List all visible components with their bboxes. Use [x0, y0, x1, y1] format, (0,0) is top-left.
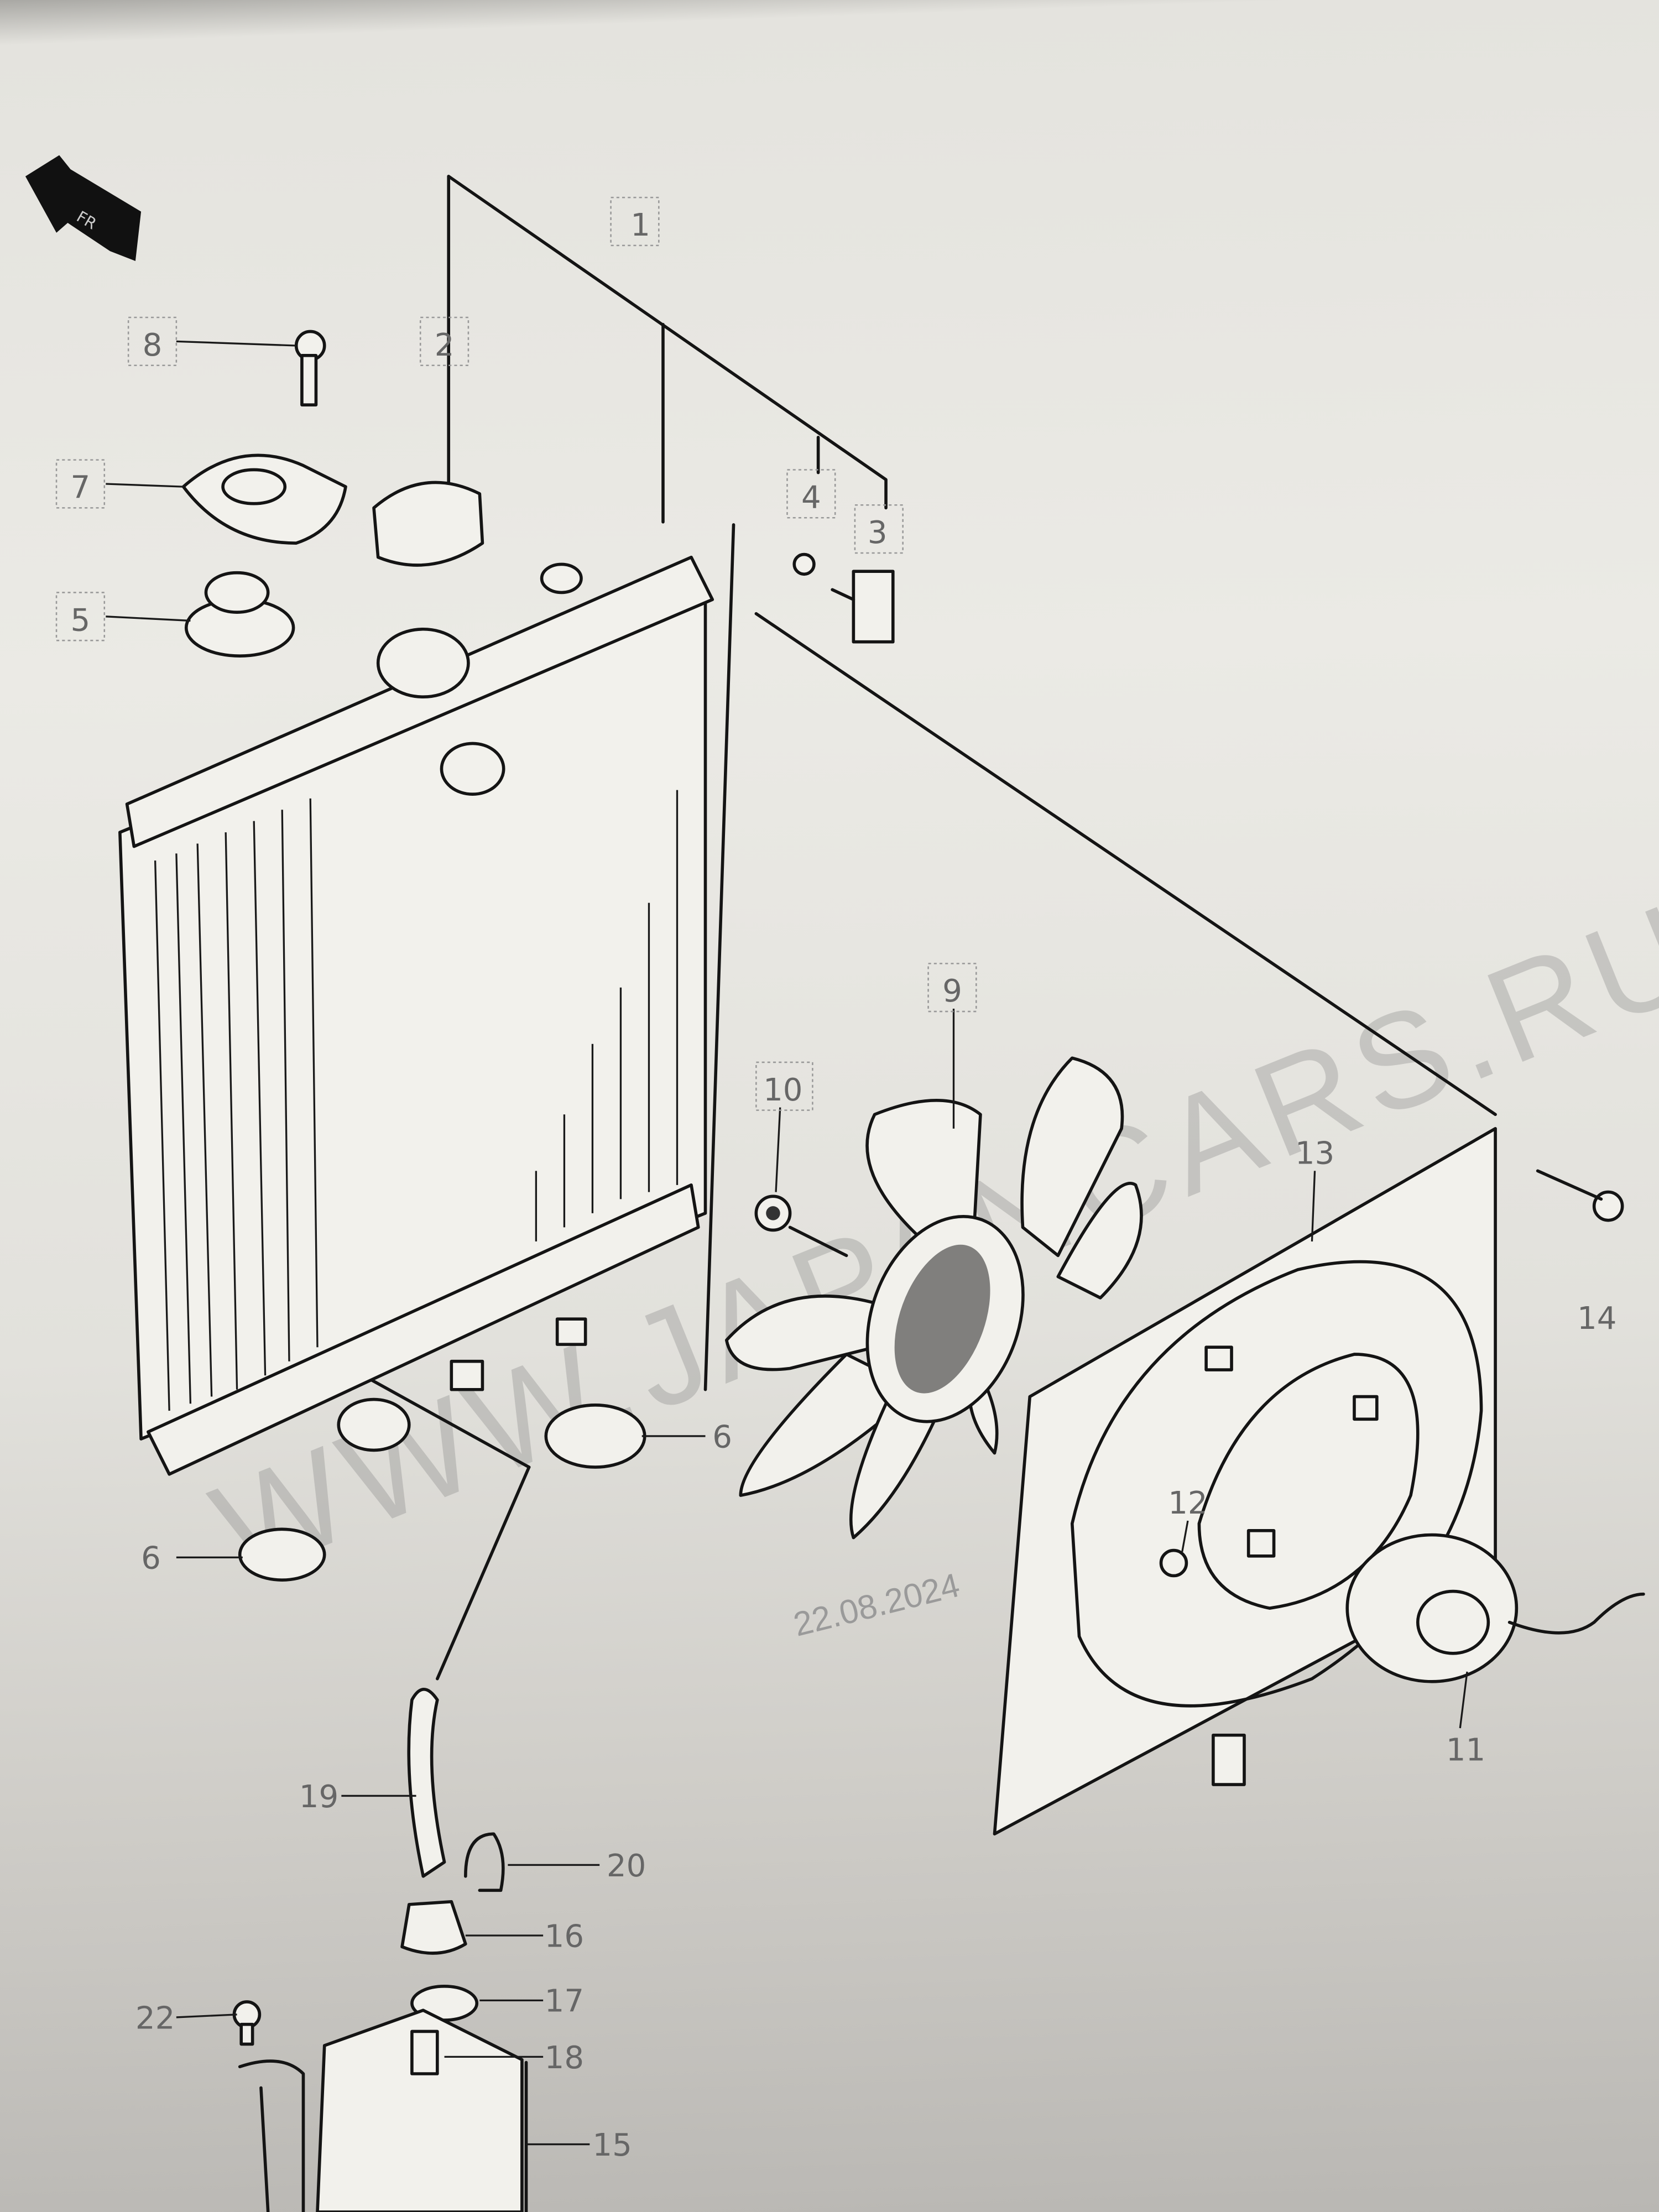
callout-6a: 6 — [141, 1541, 161, 1577]
bracket-7 — [181, 453, 347, 545]
bolt-22 — [232, 2000, 262, 2046]
callout-13: 13 — [1295, 1136, 1334, 1172]
callout-5: 5 — [71, 602, 91, 638]
radiator-cap-2 — [372, 481, 484, 567]
callout-20: 20 — [607, 1848, 646, 1884]
nut-10 — [754, 1194, 848, 1258]
radiator — [118, 555, 714, 1476]
cap-16 — [400, 1900, 467, 1955]
callout-1: 1 — [630, 207, 650, 243]
bolt-12 — [1159, 1548, 1188, 1578]
callout-8: 8 — [143, 327, 163, 363]
front-arrow-icon: FR — [25, 155, 142, 261]
callout-22: 22 — [135, 2000, 175, 2036]
clamp-20 — [464, 1832, 505, 1892]
diagram-date: 22.08.2024 — [790, 1566, 963, 1644]
reservoir-tank-15 — [238, 2008, 528, 2212]
grommet-6a — [238, 1527, 326, 1582]
callout-7: 7 — [71, 470, 91, 506]
callout-3: 3 — [868, 515, 888, 551]
fan-motor-11 — [1345, 1533, 1645, 1683]
reservoir-hose-19 — [407, 1688, 446, 1878]
bolt-14 — [1536, 1169, 1624, 1222]
grommet-6b — [544, 1404, 646, 1469]
callout-15: 15 — [592, 2127, 632, 2163]
callout-10: 10 — [763, 1072, 802, 1108]
callout-16: 16 — [545, 1918, 584, 1954]
callout-4: 4 — [801, 479, 821, 515]
callout-19: 19 — [299, 1779, 338, 1815]
callout-18: 18 — [545, 2040, 584, 2076]
cushion-5 — [184, 571, 295, 658]
bolt-8 — [294, 330, 326, 406]
callout-6b: 6 — [712, 1419, 732, 1455]
callout-9: 9 — [942, 973, 962, 1009]
callout-17: 17 — [545, 1984, 584, 2020]
callout-14: 14 — [1577, 1301, 1616, 1337]
callout-11: 11 — [1446, 1733, 1485, 1768]
drain-plug-4 — [792, 552, 816, 576]
callout-2: 2 — [435, 327, 455, 363]
thermo-switch-3 — [831, 570, 895, 644]
cooling-fan-9 — [724, 1056, 1143, 1540]
callout-12: 12 — [1168, 1485, 1207, 1521]
callout-leaders — [106, 340, 1468, 2146]
